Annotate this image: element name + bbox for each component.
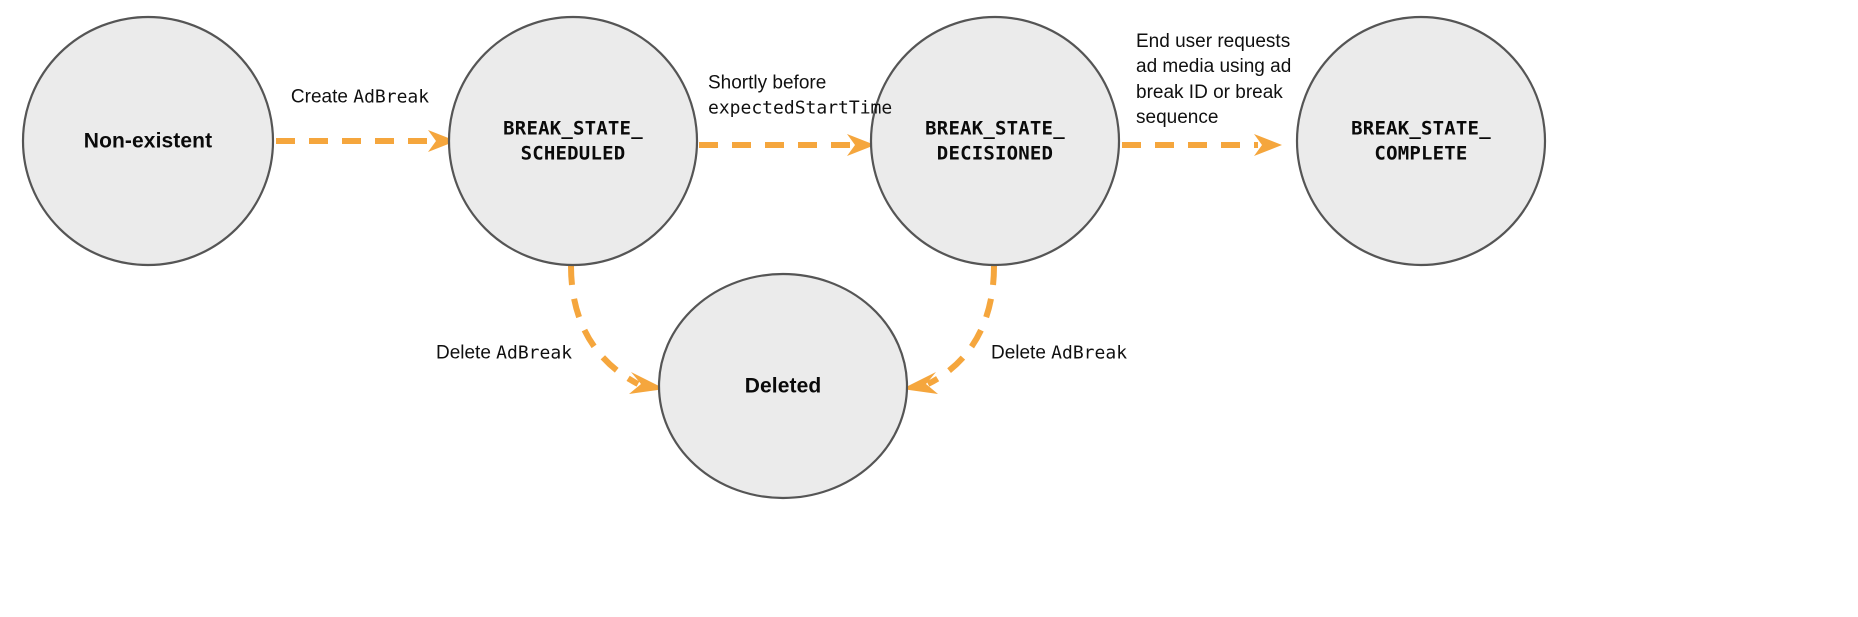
edges-group <box>276 130 1282 394</box>
node-break-state-decisioned[interactable] <box>869 15 1121 267</box>
edge-create-adbreak <box>276 130 456 152</box>
edge-delete-adbreak-from-decisioned <box>902 265 997 394</box>
edge-end-user-requests-ad-media <box>1122 134 1282 156</box>
node-break-state-complete[interactable] <box>1295 15 1547 267</box>
node-break-state-scheduled[interactable] <box>447 15 699 267</box>
node-deleted[interactable] <box>657 272 909 500</box>
nodes-group <box>21 15 1547 500</box>
node-non-existent[interactable] <box>21 15 275 267</box>
edge-delete-adbreak-from-scheduled <box>568 265 665 394</box>
edge-shortly-before-expected-start-time <box>699 134 875 156</box>
